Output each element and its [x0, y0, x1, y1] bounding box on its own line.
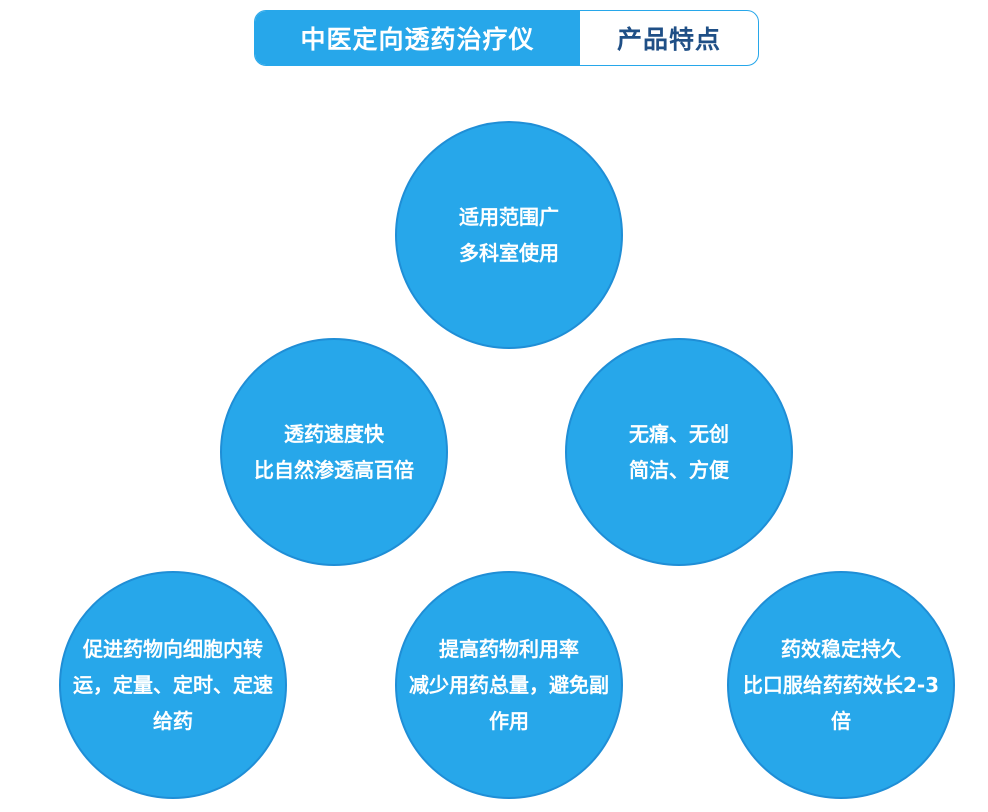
- feature-line: 药效稳定持久: [781, 637, 901, 661]
- product-title: 中医定向透药治疗仪: [255, 11, 580, 65]
- feature-line: 运，定量、定时、定速: [73, 673, 273, 697]
- title-tab: 中医定向透药治疗仪 产品特点: [254, 10, 759, 66]
- feature-circle-fast-penetration: 透药速度快 比自然渗透高百倍: [220, 338, 448, 566]
- feature-line: 透药速度快: [284, 422, 384, 446]
- feature-text: 提高药物利用率 减少用药总量，避免副 作用: [405, 631, 613, 739]
- feature-text: 促进药物向细胞内转 运，定量、定时、定速 给药: [69, 631, 277, 739]
- feature-circle-stable-effect: 药效稳定持久 比口服给药药效长2-3 倍: [727, 571, 955, 799]
- feature-text: 透药速度快 比自然渗透高百倍: [230, 416, 438, 488]
- feature-line: 比自然渗透高百倍: [254, 458, 414, 482]
- feature-line: 给药: [153, 709, 193, 733]
- feature-line: 无痛、无创: [629, 422, 729, 446]
- feature-text: 药效稳定持久 比口服给药药效长2-3 倍: [737, 631, 945, 739]
- feature-line: 提高药物利用率: [439, 637, 579, 661]
- feature-line: 适用范围广: [459, 205, 559, 229]
- feature-circle-painless-noninvasive: 无痛、无创 简洁、方便: [565, 338, 793, 566]
- feature-text: 适用范围广 多科室使用: [405, 199, 613, 271]
- feature-line: 倍: [831, 709, 851, 733]
- feature-circle-wide-application: 适用范围广 多科室使用: [395, 121, 623, 349]
- feature-line: 作用: [489, 709, 529, 733]
- feature-line: 比口服给药药效长2-3: [742, 673, 940, 697]
- feature-text: 无痛、无创 简洁、方便: [575, 416, 783, 488]
- feature-circle-cellular-transport: 促进药物向细胞内转 运，定量、定时、定速 给药: [59, 571, 287, 799]
- feature-line: 多科室使用: [459, 241, 559, 265]
- feature-circle-higher-utilization: 提高药物利用率 减少用药总量，避免副 作用: [395, 571, 623, 799]
- feature-line: 减少用药总量，避免副: [409, 673, 609, 697]
- feature-line: 促进药物向细胞内转: [83, 637, 263, 661]
- features-title: 产品特点: [616, 25, 721, 54]
- feature-line: 简洁、方便: [629, 458, 729, 482]
